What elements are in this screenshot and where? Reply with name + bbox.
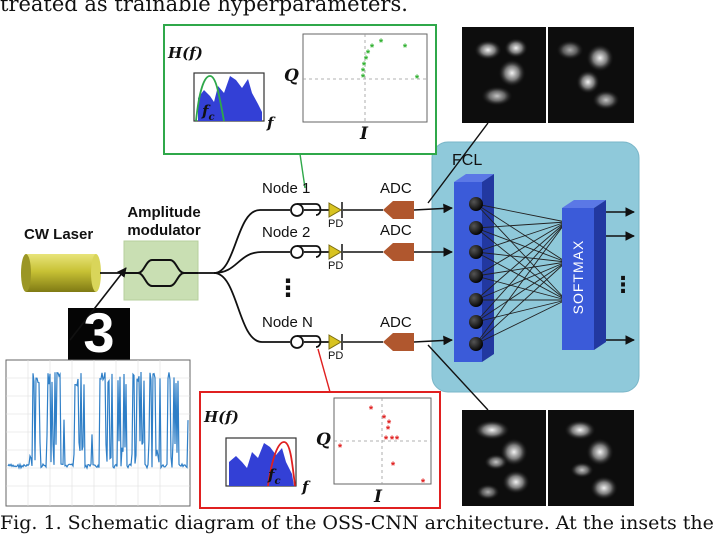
softmax-label: SOFTMAX bbox=[570, 239, 586, 315]
pd-n-label: PD bbox=[328, 350, 344, 362]
diagram-canvas: * * * * * * * * * * * * * bbox=[5, 24, 640, 509]
svg-text:*: * bbox=[415, 73, 420, 85]
adc-n-label: ADC bbox=[380, 314, 412, 331]
svg-text:*: * bbox=[387, 418, 392, 430]
node-rings bbox=[290, 203, 330, 349]
svg-text:*: * bbox=[386, 424, 391, 436]
svg-text:*: * bbox=[366, 48, 371, 60]
svg-text:*: * bbox=[391, 460, 396, 472]
inset-top-cutoff-sub: c bbox=[208, 112, 215, 123]
digit-tile bbox=[68, 267, 130, 364]
inset-bottom-x-label: f bbox=[302, 478, 309, 496]
modulator-label-line2: modulator bbox=[127, 222, 201, 239]
modulator bbox=[123, 240, 199, 301]
svg-text:*: * bbox=[361, 72, 366, 84]
svg-text:*: * bbox=[364, 54, 369, 66]
inset-top-cutoff-label: fc bbox=[202, 102, 215, 123]
node-ellipsis: ⋮ bbox=[276, 275, 300, 302]
pd-1-label: PD bbox=[328, 218, 344, 230]
inset-bottom-y-label: H(f) bbox=[204, 408, 239, 426]
svg-text:*: * bbox=[384, 434, 389, 446]
feature-maps-bottom bbox=[462, 410, 634, 506]
inset-bottom-q-label: Q bbox=[316, 430, 331, 450]
node-2-label: Node 2 bbox=[262, 224, 311, 241]
modulator-label-line1: Amplitude bbox=[127, 204, 201, 221]
adc-1-label: ADC bbox=[380, 180, 412, 197]
fcl-nodes bbox=[469, 197, 483, 351]
inset-bottom-filter-curve bbox=[267, 441, 296, 487]
photodetectors bbox=[328, 202, 383, 350]
inset-bottom-spectrum bbox=[229, 443, 294, 486]
svg-text:*: * bbox=[338, 442, 343, 454]
svg-text:*: * bbox=[370, 42, 375, 54]
cw-laser bbox=[21, 254, 128, 292]
pd-2-label: PD bbox=[328, 260, 344, 272]
inset-top-spectrum bbox=[198, 76, 262, 121]
fcl-label: FCL bbox=[452, 152, 483, 169]
adc-2-label: ADC bbox=[380, 222, 412, 239]
svg-text:*: * bbox=[390, 434, 395, 446]
softmax-outputs bbox=[606, 207, 635, 345]
inset-top-y-label: H(f) bbox=[168, 44, 203, 62]
inset-top: * * * * * * * * * bbox=[163, 24, 437, 155]
feature-maps-top bbox=[462, 27, 634, 123]
digit-value: 3 bbox=[83, 301, 115, 364]
inset-top-filter-curve bbox=[195, 75, 225, 122]
softmax-layer bbox=[562, 200, 606, 350]
fcl-softmax-connections bbox=[475, 203, 567, 345]
inset-bottom-cutoff-f: f bbox=[268, 466, 275, 484]
inset-bottom-i-label: I bbox=[374, 487, 382, 507]
figure-caption: Fig. 1. Schematic diagram of the OSS-CNN… bbox=[0, 512, 714, 534]
inset-bottom-cutoff-label: fc bbox=[268, 466, 281, 487]
svg-text:*: * bbox=[382, 413, 387, 425]
inset-bottom-iq-points: * * * * * * * * * * bbox=[338, 404, 426, 489]
inset-top-i-label: I bbox=[360, 124, 368, 144]
inset-top-q-label: Q bbox=[284, 66, 299, 86]
signal-plot bbox=[5, 359, 191, 507]
signal-trace bbox=[7, 371, 189, 470]
adc-to-fcl bbox=[413, 203, 453, 346]
svg-text:*: * bbox=[369, 404, 374, 416]
softmax-output-ellipsis: ⋮ bbox=[612, 272, 634, 297]
svg-text:*: * bbox=[362, 60, 367, 72]
inset-top-iq-points: * * * * * * * * * bbox=[361, 37, 420, 85]
fiber-tree bbox=[198, 209, 290, 343]
connector-lines bbox=[299, 122, 489, 411]
svg-text:*: * bbox=[361, 66, 366, 78]
inset-bottom: * * * * * * * * * * bbox=[199, 391, 441, 509]
svg-text:*: * bbox=[395, 434, 400, 446]
inset-top-cutoff-f: f bbox=[202, 102, 209, 120]
svg-text:*: * bbox=[421, 477, 426, 489]
svg-text:*: * bbox=[403, 42, 408, 54]
node-n-label: Node N bbox=[262, 314, 313, 331]
inset-top-x-label: f bbox=[267, 114, 274, 132]
inset-bottom-cutoff-sub: c bbox=[274, 476, 281, 487]
header-text: treated as trainable hyperparameters. bbox=[0, 0, 408, 16]
adcs bbox=[383, 201, 414, 351]
cw-laser-label: CW Laser bbox=[24, 226, 94, 243]
node-1-label: Node 1 bbox=[262, 180, 311, 197]
svg-text:*: * bbox=[379, 37, 384, 49]
